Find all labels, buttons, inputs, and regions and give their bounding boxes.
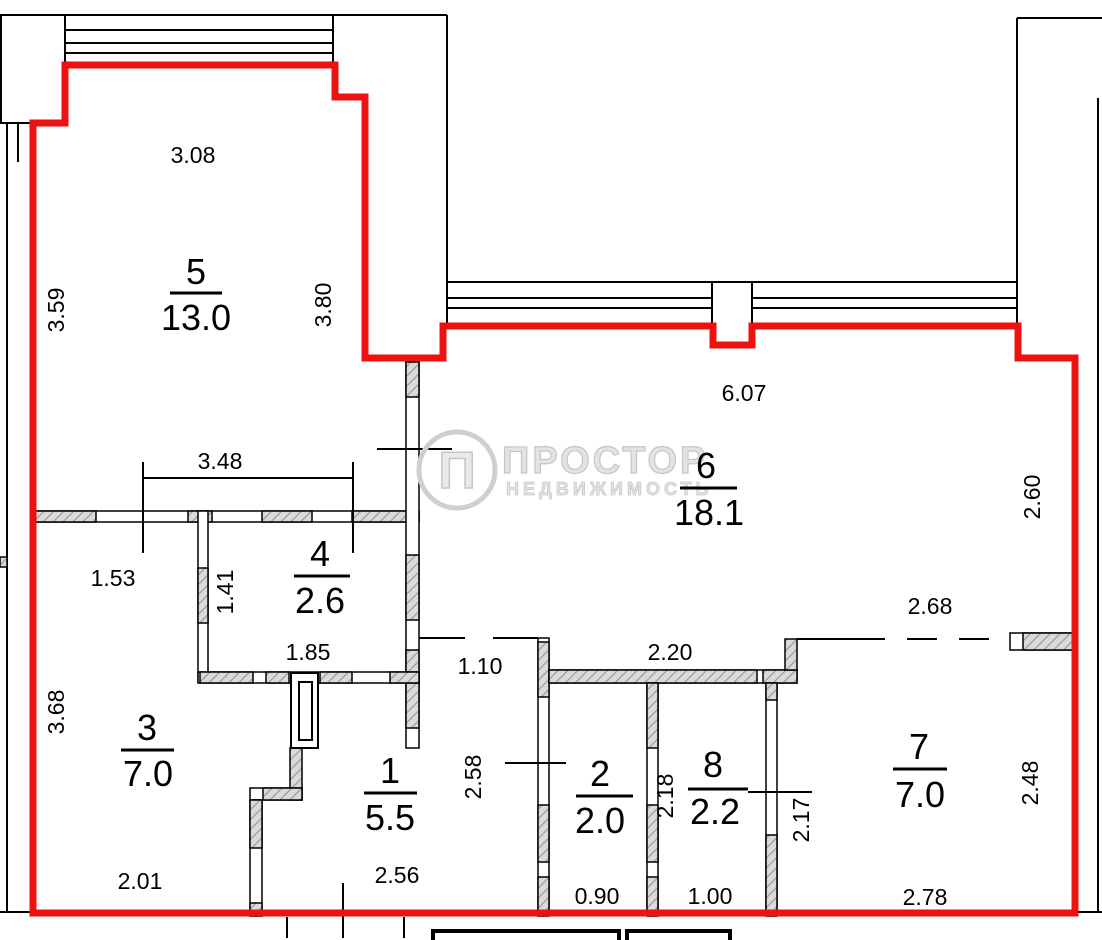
wall-hatch xyxy=(405,554,420,621)
bottom-bar xyxy=(431,929,621,940)
dim-1-41: 1.41 xyxy=(212,570,238,615)
wall-hatch xyxy=(784,638,798,671)
wall-hatch xyxy=(765,682,778,701)
watermark-tagline: НЕДВИЖИМОСТЬ xyxy=(506,479,712,499)
wall-hatch xyxy=(262,787,303,801)
room-1-area: 5.5 xyxy=(365,797,415,838)
dim-3-59: 3.59 xyxy=(43,288,69,333)
watermark-logo-icon xyxy=(416,429,498,511)
room-4-area: 2.6 xyxy=(295,580,345,621)
wall-hatch xyxy=(265,671,290,684)
watermark: П ПРОСТОР НЕДВИЖИМОСТЬ xyxy=(416,429,712,511)
dim-2-01: 2.01 xyxy=(118,868,163,894)
room-8-area: 2.2 xyxy=(690,791,740,832)
dim-3-80: 3.80 xyxy=(310,283,336,328)
wall-hatch xyxy=(319,671,353,684)
door-leaf xyxy=(290,672,319,749)
room-5-area: 13.0 xyxy=(161,297,231,338)
dim-1-10: 1.10 xyxy=(458,653,503,679)
wall-hatch xyxy=(537,804,550,863)
room-7-number: 7 xyxy=(909,726,929,767)
dim-2-58: 2.58 xyxy=(460,755,486,800)
wall-hatch xyxy=(548,669,758,684)
dimension-labels: 3.08 3.59 3.80 3.48 1.53 1.41 1.85 6.07 … xyxy=(43,142,1045,910)
room-8-number: 8 xyxy=(703,744,723,785)
wall-hatch xyxy=(405,361,420,398)
dim-2-48: 2.48 xyxy=(1017,761,1043,806)
wall-hatch xyxy=(646,682,659,749)
building-outline xyxy=(0,14,1102,913)
wall-hatch xyxy=(646,804,659,863)
room-4-number: 4 xyxy=(310,533,330,574)
dim-2-60: 2.60 xyxy=(1019,475,1045,520)
wall-hatch xyxy=(0,556,8,568)
room-2-number: 2 xyxy=(590,753,610,794)
partition-lines xyxy=(142,448,1010,938)
door-inner xyxy=(298,681,313,741)
wall-hatch xyxy=(197,567,209,624)
wall-hatch xyxy=(765,834,778,917)
wall-hatch xyxy=(261,510,313,523)
dim-2-56: 2.56 xyxy=(375,862,420,888)
room-3-area: 7.0 xyxy=(123,753,173,794)
wall-hatch xyxy=(1022,632,1076,651)
dim-2-20: 2.20 xyxy=(648,639,693,665)
dim-2-17: 2.17 xyxy=(788,798,814,843)
dim-2-68: 2.68 xyxy=(908,593,953,619)
wall-hatch xyxy=(537,641,550,698)
room-3-number: 3 xyxy=(137,707,157,748)
interior-walls xyxy=(0,357,1076,917)
room-7-area: 7.0 xyxy=(895,774,945,815)
dim-3-08: 3.08 xyxy=(171,142,216,168)
dim-6-07: 6.07 xyxy=(722,380,767,406)
wall-hatch xyxy=(249,799,263,849)
bottom-bar xyxy=(625,929,732,940)
room-6-area: 18.1 xyxy=(674,492,744,533)
room-5-number: 5 xyxy=(186,251,206,292)
watermark-logo-glyph: П xyxy=(438,442,475,500)
room-6-number: 6 xyxy=(696,445,716,486)
red-boundary xyxy=(29,61,1079,917)
dim-2-78: 2.78 xyxy=(903,884,948,910)
dim-1-85: 1.85 xyxy=(286,639,331,665)
room-1-number: 1 xyxy=(380,750,400,791)
dim-3-68: 3.68 xyxy=(43,690,69,735)
dim-0-90: 0.90 xyxy=(575,883,620,909)
wall-hatch xyxy=(32,510,97,523)
wall-hatch xyxy=(199,671,254,684)
wall-hatch xyxy=(389,671,420,684)
wall-hatch xyxy=(405,649,420,729)
room-labels: 5 13.0 6 18.1 4 2.6 3 7.0 1 5.5 2 2.0 8 … xyxy=(121,251,947,841)
dim-3-48: 3.48 xyxy=(198,448,243,474)
room-2-area: 2.0 xyxy=(575,800,625,841)
dim-2-18: 2.18 xyxy=(652,774,678,819)
watermark-brand: ПРОСТОР xyxy=(502,440,708,482)
wall-hatch xyxy=(762,669,798,684)
bottom-bars xyxy=(431,929,732,940)
dim-1-53: 1.53 xyxy=(91,565,136,591)
dim-1-00: 1.00 xyxy=(688,883,733,909)
